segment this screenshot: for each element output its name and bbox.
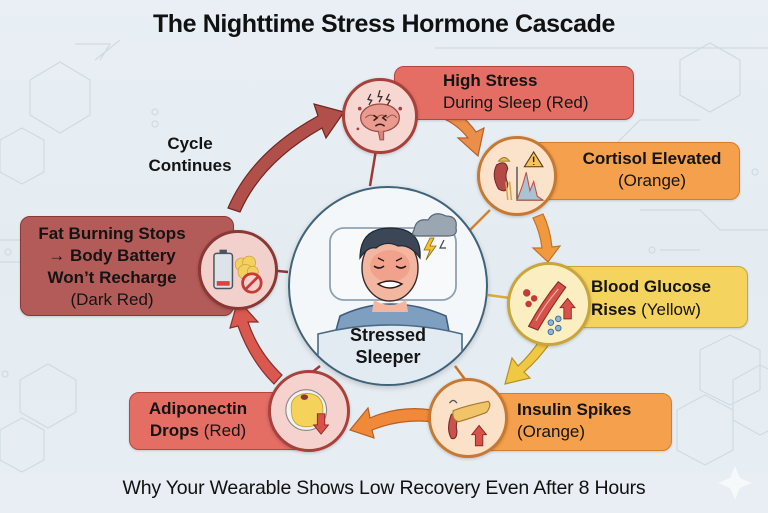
arrow-adiponectin-to-fat (229, 298, 283, 385)
arrow-fat-to-stress (227, 103, 345, 213)
step-high-stress-box: High Stress During Sleep (Red) (394, 66, 634, 120)
step-high-stress-node (342, 78, 418, 154)
fat-cell-down-arrow-icon (285, 389, 330, 435)
arrow-cortisol-to-glucose (531, 213, 562, 263)
cycle-continues-label: Cycle Continues (148, 134, 232, 175)
center-stressed-sleeper: Stressed Sleeper (288, 186, 488, 386)
arrow-glucose-to-insulin (504, 339, 551, 385)
step-insulin-box: Insulin Spikes (Orange) (476, 393, 672, 451)
low-battery-fat-blocked-icon (213, 249, 263, 294)
step-cortisol-node (477, 136, 557, 216)
page-subtitle: Why Your Wearable Shows Low Recovery Eve… (122, 477, 646, 499)
step-insulin-node (428, 378, 508, 458)
step-fat-burning-box: Fat Burning Stops → Body Battery Won’t R… (20, 216, 234, 316)
blood-vessel-glucose-icon (523, 280, 576, 336)
stressed-brain-icon (356, 90, 403, 141)
step-glucose-node (507, 262, 591, 346)
center-label: Stressed Sleeper (349, 325, 427, 367)
pancreas-up-arrow-icon (448, 399, 491, 447)
arrow-insulin-to-adiponectin (348, 406, 435, 439)
kidney-chart-warning-icon (493, 150, 545, 201)
step-adiponectin-box: Adiponectin Drops (Red) (129, 392, 307, 450)
page-title: The Nighttime Stress Hormone Cascade (152, 10, 616, 38)
step-fat-burning-node (198, 230, 278, 310)
sparkle-icon (718, 466, 752, 500)
stressed-sleeper-icon (317, 213, 463, 384)
